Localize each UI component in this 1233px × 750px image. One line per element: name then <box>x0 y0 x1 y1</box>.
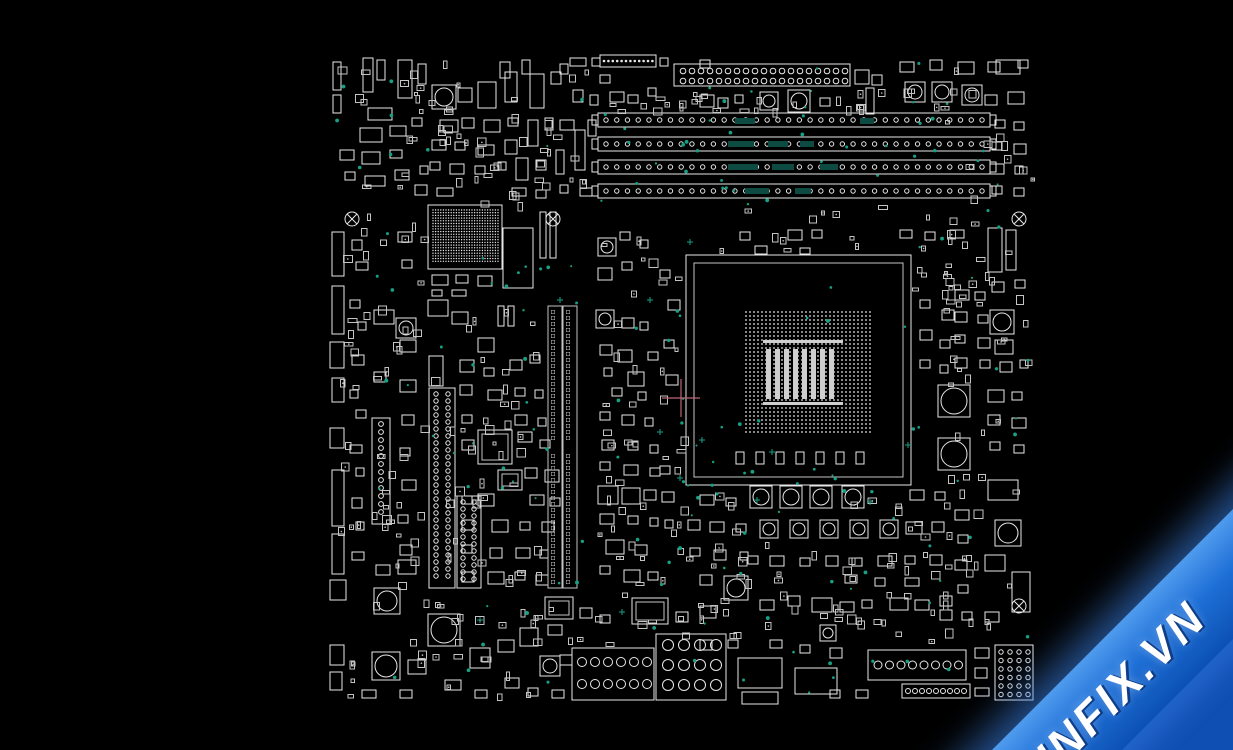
dimm-slot <box>591 159 997 175</box>
ic-chips <box>477 429 669 625</box>
bga-chip <box>427 204 503 270</box>
capacitor-choke-components <box>371 81 1022 681</box>
dimm-slot <box>591 183 997 199</box>
cpu-socket <box>685 254 912 486</box>
teal-cross-marks <box>477 239 911 623</box>
dimm-slots <box>591 112 997 199</box>
pin-header-left <box>371 417 391 525</box>
mounting-holes <box>344 211 1027 614</box>
small-parts <box>337 60 1035 701</box>
cursor-crosshair <box>662 379 700 417</box>
pci-slots <box>428 387 482 589</box>
test-point-vias <box>335 61 1030 694</box>
top-connector <box>599 54 657 68</box>
dimm-slot <box>591 112 997 128</box>
connector-grids <box>571 633 1034 701</box>
pin-header-top <box>673 63 851 87</box>
dimm-slot <box>591 136 997 152</box>
pcie-slot <box>547 305 578 589</box>
components <box>329 57 1031 705</box>
